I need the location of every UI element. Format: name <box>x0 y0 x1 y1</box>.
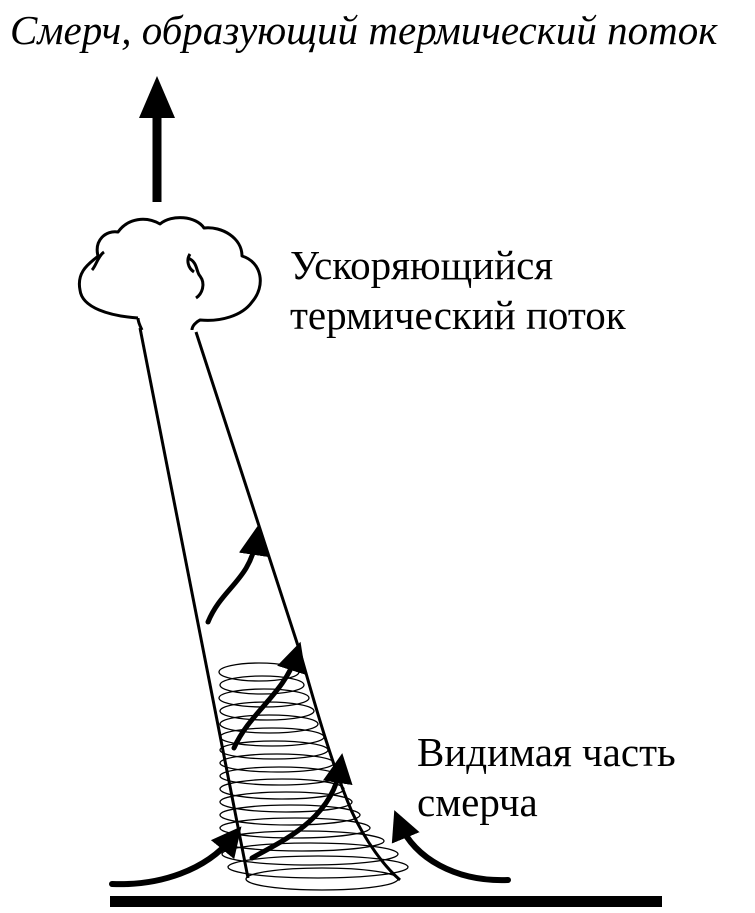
inflow-arrows <box>109 810 511 888</box>
diagram-title: Смерч, образующий термический поток <box>10 7 718 53</box>
label-visible-part: Видимая часть смерча <box>417 727 676 827</box>
thermal-column <box>138 327 401 882</box>
swirl-arrows <box>205 525 353 861</box>
label-line: термический поток <box>290 292 626 338</box>
updraft-arrow <box>139 76 175 202</box>
label-line: Ускоряющийся <box>290 242 554 288</box>
thermal-cloud <box>77 216 262 331</box>
ground-line <box>110 896 662 907</box>
label-line: смерча <box>417 779 538 825</box>
label-accelerating-thermal: Ускоряющийся термический поток <box>290 240 626 340</box>
label-line: Видимая часть <box>417 729 676 775</box>
